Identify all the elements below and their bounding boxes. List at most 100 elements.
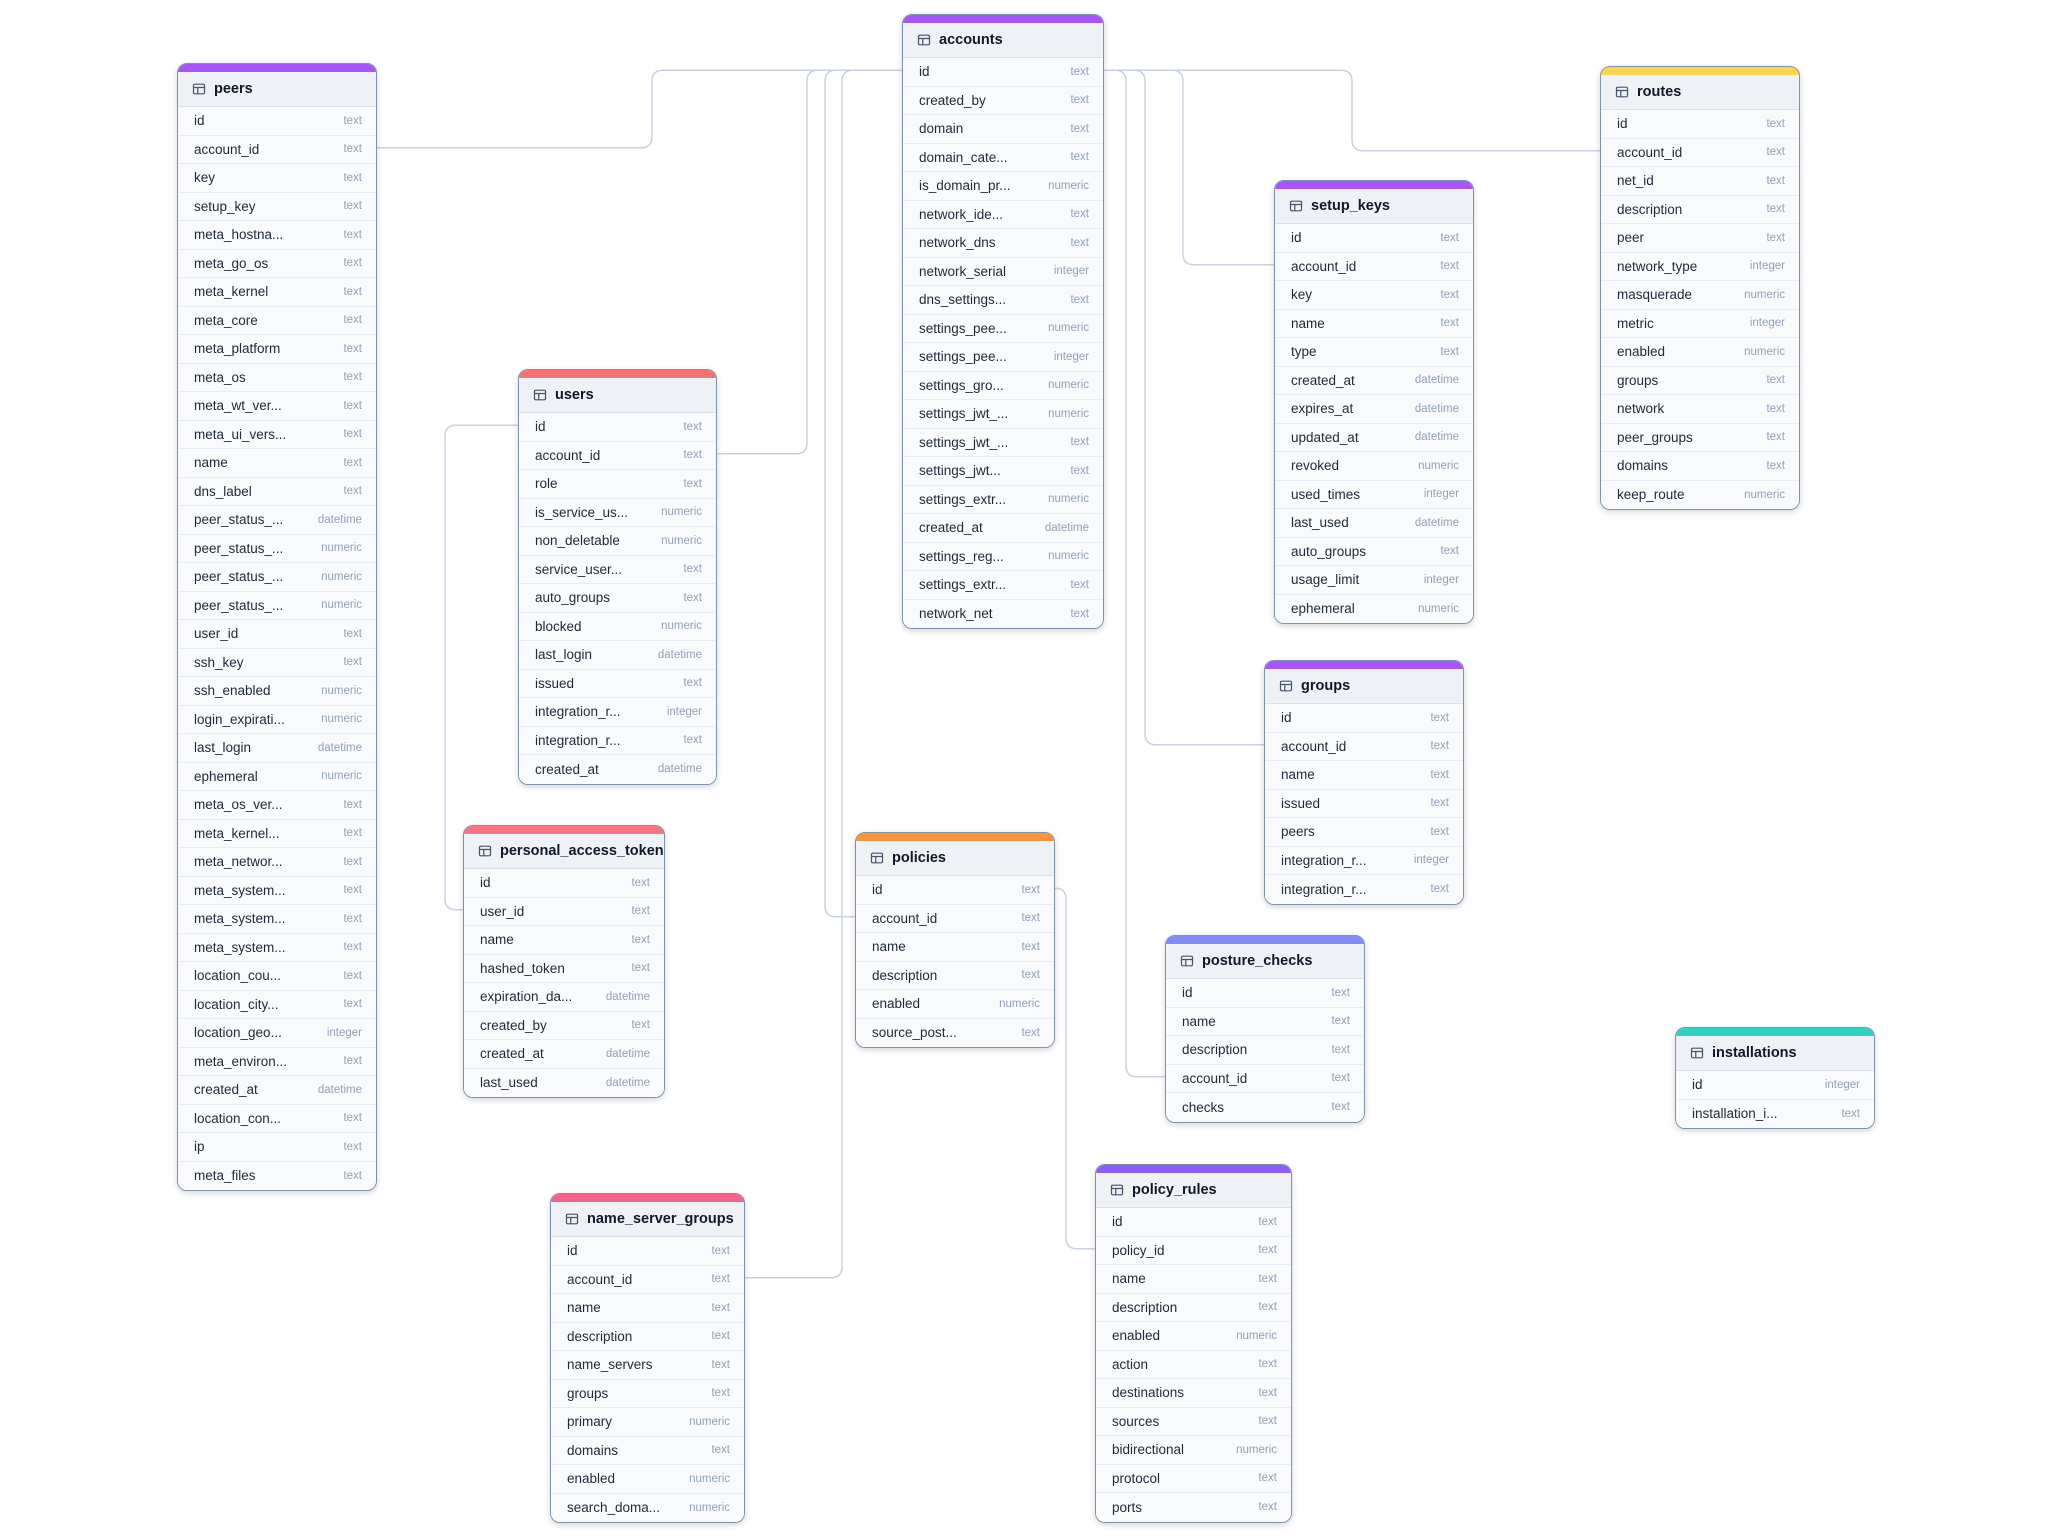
- field-type: text: [631, 876, 650, 889]
- field-name: ephemeral: [1291, 601, 1355, 617]
- field-name: settings_jwt_...: [919, 434, 1009, 450]
- field-name: location_city...: [194, 996, 279, 1012]
- field-type: text: [343, 1169, 362, 1182]
- field-name: auto_groups: [535, 590, 611, 606]
- table-accounts-header[interactable]: accounts: [903, 23, 1103, 58]
- field-name: created_at: [919, 520, 983, 536]
- field-type: text: [1070, 578, 1089, 591]
- table-accent-strip: [551, 1194, 744, 1202]
- field-type: numeric: [661, 506, 702, 519]
- table-row: source_post...text: [856, 1018, 1054, 1047]
- table-grid-icon: [192, 82, 206, 96]
- field-type: datetime: [605, 1047, 650, 1060]
- table-title: installations: [1712, 1045, 1797, 1061]
- table-groups-header[interactable]: groups: [1265, 669, 1463, 704]
- field-type: text: [1440, 317, 1459, 330]
- field-name: meta_go_os: [194, 255, 269, 271]
- field-name: settings_pee...: [919, 320, 1007, 336]
- field-name: meta_ui_vers...: [194, 426, 287, 442]
- field-type: integer: [1423, 488, 1459, 501]
- field-name: meta_system...: [194, 882, 286, 898]
- field-type: text: [1430, 825, 1449, 838]
- field-name: name: [480, 932, 514, 948]
- field-type: text: [343, 941, 362, 954]
- field-type: text: [1258, 1415, 1277, 1428]
- field-type: numeric: [321, 684, 362, 697]
- field-type: text: [343, 228, 362, 241]
- field-name: non_deletable: [535, 533, 620, 549]
- field-type: text: [343, 798, 362, 811]
- field-type: text: [1331, 1015, 1350, 1028]
- field-type: text: [1440, 260, 1459, 273]
- field-name: settings_gro...: [919, 377, 1004, 393]
- field-name: name: [194, 455, 228, 471]
- table-title: setup_keys: [1311, 198, 1390, 214]
- field-name: id: [1617, 116, 1628, 132]
- table-personal_access_tokens-header[interactable]: personal_access_tokens: [464, 834, 664, 869]
- field-type: text: [683, 420, 702, 433]
- field-type: text: [1766, 459, 1785, 472]
- field-type: numeric: [1048, 179, 1089, 192]
- field-type: text: [343, 627, 362, 640]
- field-type: text: [343, 485, 362, 498]
- table-routes-header[interactable]: routes: [1601, 75, 1799, 110]
- field-type: integer: [666, 705, 702, 718]
- field-name: role: [535, 476, 558, 492]
- table-policy_rules-header[interactable]: policy_rules: [1096, 1173, 1291, 1208]
- table-policies-header[interactable]: policies: [856, 841, 1054, 876]
- table-accent-strip: [464, 826, 664, 834]
- table-title: peers: [214, 81, 253, 97]
- field-type: numeric: [1048, 407, 1089, 420]
- field-name: id: [919, 64, 930, 80]
- field-type: datetime: [657, 648, 702, 661]
- table-grid-icon: [1690, 1046, 1704, 1060]
- field-type: integer: [1053, 350, 1089, 363]
- field-type: numeric: [661, 620, 702, 633]
- field-name: type: [1291, 344, 1317, 360]
- field-type: text: [683, 449, 702, 462]
- table-name_server_groups-header[interactable]: name_server_groups: [551, 1202, 744, 1237]
- field-name: name: [1291, 315, 1325, 331]
- table-peers-header[interactable]: peers: [178, 72, 376, 107]
- table-users-header[interactable]: users: [519, 378, 716, 413]
- field-name: expiration_da...: [480, 989, 573, 1005]
- field-name: dns_label: [194, 483, 252, 499]
- table-posture_checks-header[interactable]: posture_checks: [1166, 944, 1364, 979]
- table-row: settings_pee...numeric: [903, 314, 1103, 343]
- field-name: settings_pee...: [919, 349, 1007, 365]
- field-type: text: [1430, 768, 1449, 781]
- relation-accounts-policies: [824, 69, 902, 918]
- table-installations-header[interactable]: installations: [1676, 1036, 1874, 1071]
- field-name: net_id: [1617, 173, 1654, 189]
- table-setup_keys-header[interactable]: setup_keys: [1275, 189, 1473, 224]
- field-name: peer_status_...: [194, 540, 284, 556]
- field-type: integer: [1749, 317, 1785, 330]
- field-type: numeric: [1048, 493, 1089, 506]
- field-type: text: [1766, 203, 1785, 216]
- field-name: action: [1112, 1356, 1149, 1372]
- field-name: integration_r...: [1281, 852, 1367, 868]
